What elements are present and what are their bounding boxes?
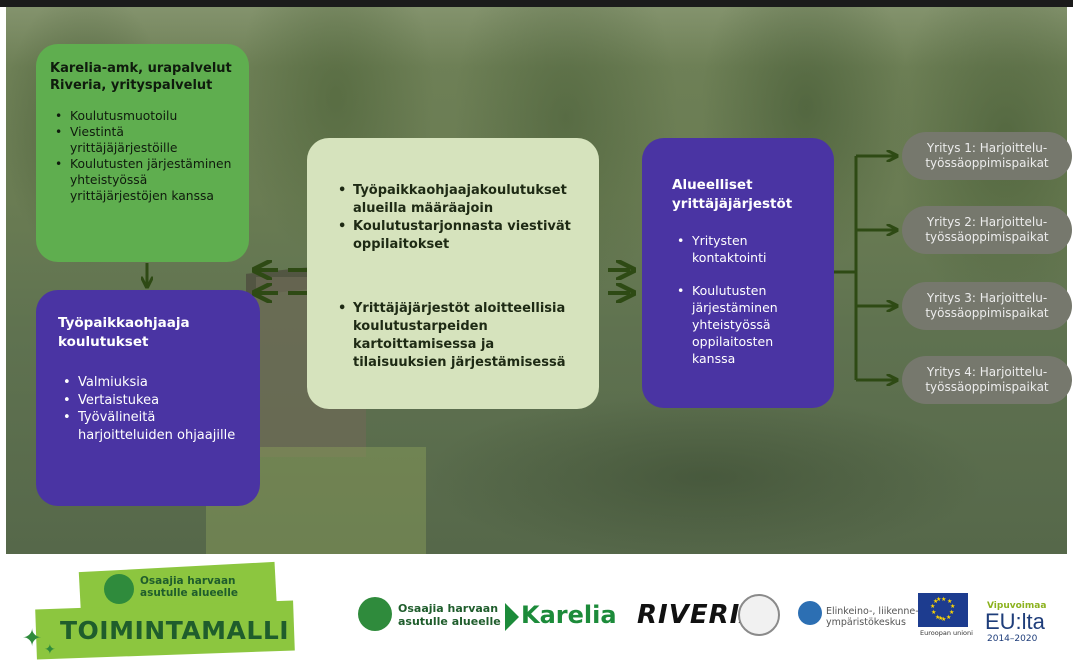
purple-box-training: Työpaikkaohjaaja koulutukset Valmiuksia … [36, 290, 260, 506]
svg-text:★: ★ [931, 609, 936, 616]
toimintamalli-title: TOIMINTAMALLI [60, 616, 290, 645]
center-box-list-top: Työpaikkaohjaajakoulutukset alueilla mää… [333, 182, 575, 254]
company-pill-3: Yritys 3: Harjoittelu-työssäoppimispaika… [902, 282, 1072, 330]
green-box-title-1: Karelia-amk, urapalvelut [50, 61, 232, 76]
eu-flag-icon: ★★★★ ★★★★ ★★★★ [918, 593, 968, 627]
list-item: Työvälineitä harjoitteluiden ohjaajille [63, 409, 238, 444]
svg-text:★: ★ [933, 598, 938, 605]
svg-text:★: ★ [936, 596, 941, 603]
center-box-list-bottom: Yrittäjäjärjestöt aloitteellisia koulutu… [333, 300, 575, 372]
svg-text:★: ★ [941, 596, 946, 603]
svg-text:★: ★ [938, 615, 943, 622]
svg-text:★: ★ [950, 603, 955, 610]
top-border [0, 0, 1073, 7]
list-item: Yritysten kontaktointi [677, 232, 816, 266]
list-item: Vertaistukea [63, 392, 238, 410]
sparkle-icon: ✦ [44, 642, 56, 658]
list-item: Koulutusten järjestäminen yhteistyössä o… [677, 282, 816, 367]
company-pill-2: Yritys 2: Harjoittelu-työssäoppimispaika… [902, 206, 1072, 254]
people-logo-icon [104, 574, 134, 604]
list-item: Yrittäjäjärjestöt aloitteellisia koulutu… [338, 300, 575, 372]
green-box-services: Karelia-amk, urapalvelut Riveria, yritys… [36, 44, 249, 262]
svg-text:★: ★ [946, 614, 951, 621]
green-box-title-2: Riveria, yrityspalvelut [50, 78, 213, 93]
list-item: Työpaikkaohjaajakoulutukset alueilla mää… [338, 182, 575, 218]
karelia-logo: Karelia [521, 601, 617, 629]
company-pill-4: Yritys 4: Harjoittelu-työssäoppimispaika… [902, 356, 1072, 404]
center-box-cooperation: Työpaikkaohjaajakoulutukset alueilla mää… [307, 138, 599, 409]
list-item: Koulutusten järjestäminen yhteistyössä y… [55, 156, 235, 204]
list-item: Koulutusmuotoilu [55, 108, 235, 124]
vipuvoimaa-label: Vipuvoimaa [987, 601, 1047, 611]
ely-logo-icon [798, 601, 822, 625]
list-item: Valmiuksia [63, 374, 238, 392]
karelia-logo-icon [505, 603, 519, 631]
ely-logo-text: Elinkeino-, liikenne- ja ympäristökeskus [826, 606, 931, 628]
osaajia-logo-icon [358, 597, 392, 631]
osaajia-logo-text: Osaajia harvaan asutulle alueelle [398, 602, 501, 628]
associations-title: Alueelliset yrittäjäjärjestöt [672, 177, 793, 212]
years-label: 2014–2020 [987, 634, 1038, 644]
svg-text:★: ★ [949, 609, 954, 616]
foundation-seal-logo [738, 594, 780, 636]
list-item: Koulutustarjonnasta viestivät oppilaitok… [338, 218, 575, 254]
svg-text:★: ★ [935, 614, 940, 621]
associations-list: Yritysten kontaktointi Koulutusten järje… [672, 232, 816, 367]
purple-box-associations: Alueelliset yrittäjäjärjestöt Yritysten … [642, 138, 834, 408]
svg-text:★: ★ [941, 616, 946, 623]
svg-text:★: ★ [947, 598, 952, 605]
company-pill-1: Yritys 1: Harjoittelu-työssäoppimispaika… [902, 132, 1072, 180]
svg-text:★: ★ [930, 603, 935, 610]
sparkle-icon: ✦ [22, 624, 43, 652]
purple-box-list: Valmiuksia Vertaistukea Työvälineitä har… [58, 374, 238, 444]
badge-project-name: Osaajia harvaan asutulle alueelle [140, 575, 239, 599]
green-box-list: Koulutusmuotoilu Viestintä yrittäjäjärje… [50, 108, 235, 204]
list-item: Viestintä yrittäjäjärjestöille [55, 124, 235, 156]
eu-lta-label: EU:lta [985, 609, 1045, 634]
eu-logo-text: Euroopan unioni [920, 629, 973, 637]
purple-box-title: Työpaikkaohjaaja koulutukset [58, 315, 190, 350]
